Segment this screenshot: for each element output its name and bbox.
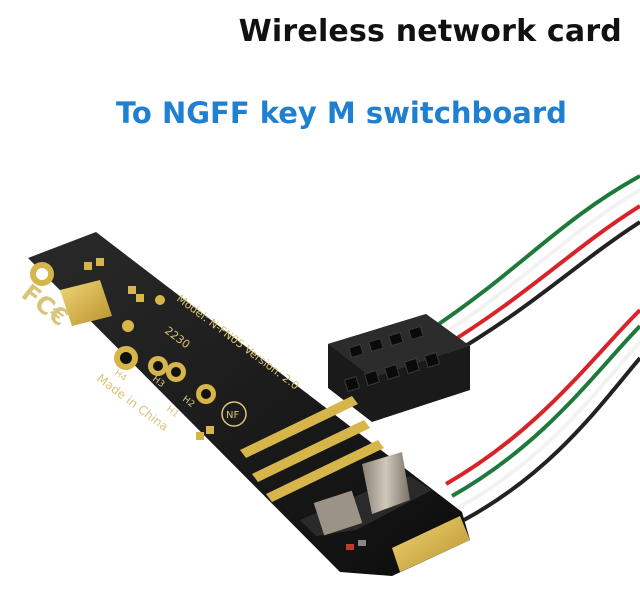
nf-logo: NF [221, 401, 247, 427]
lower-cable-bundle [445, 308, 640, 522]
product-title: Wireless network card [238, 14, 622, 49]
upper-cable-bundle [428, 174, 640, 362]
svg-text:NF: NF [226, 410, 239, 421]
contact-strip [240, 396, 384, 502]
mounting-holes [114, 295, 216, 404]
product-subtitle: To NGFF key M switchboard [116, 96, 567, 130]
ffc-latch [300, 452, 432, 536]
header-connector [328, 314, 470, 422]
ngff-adapter-board: FC€ Model: N-FN05 Version: 2.0 2230 H4 H… [16, 232, 470, 576]
